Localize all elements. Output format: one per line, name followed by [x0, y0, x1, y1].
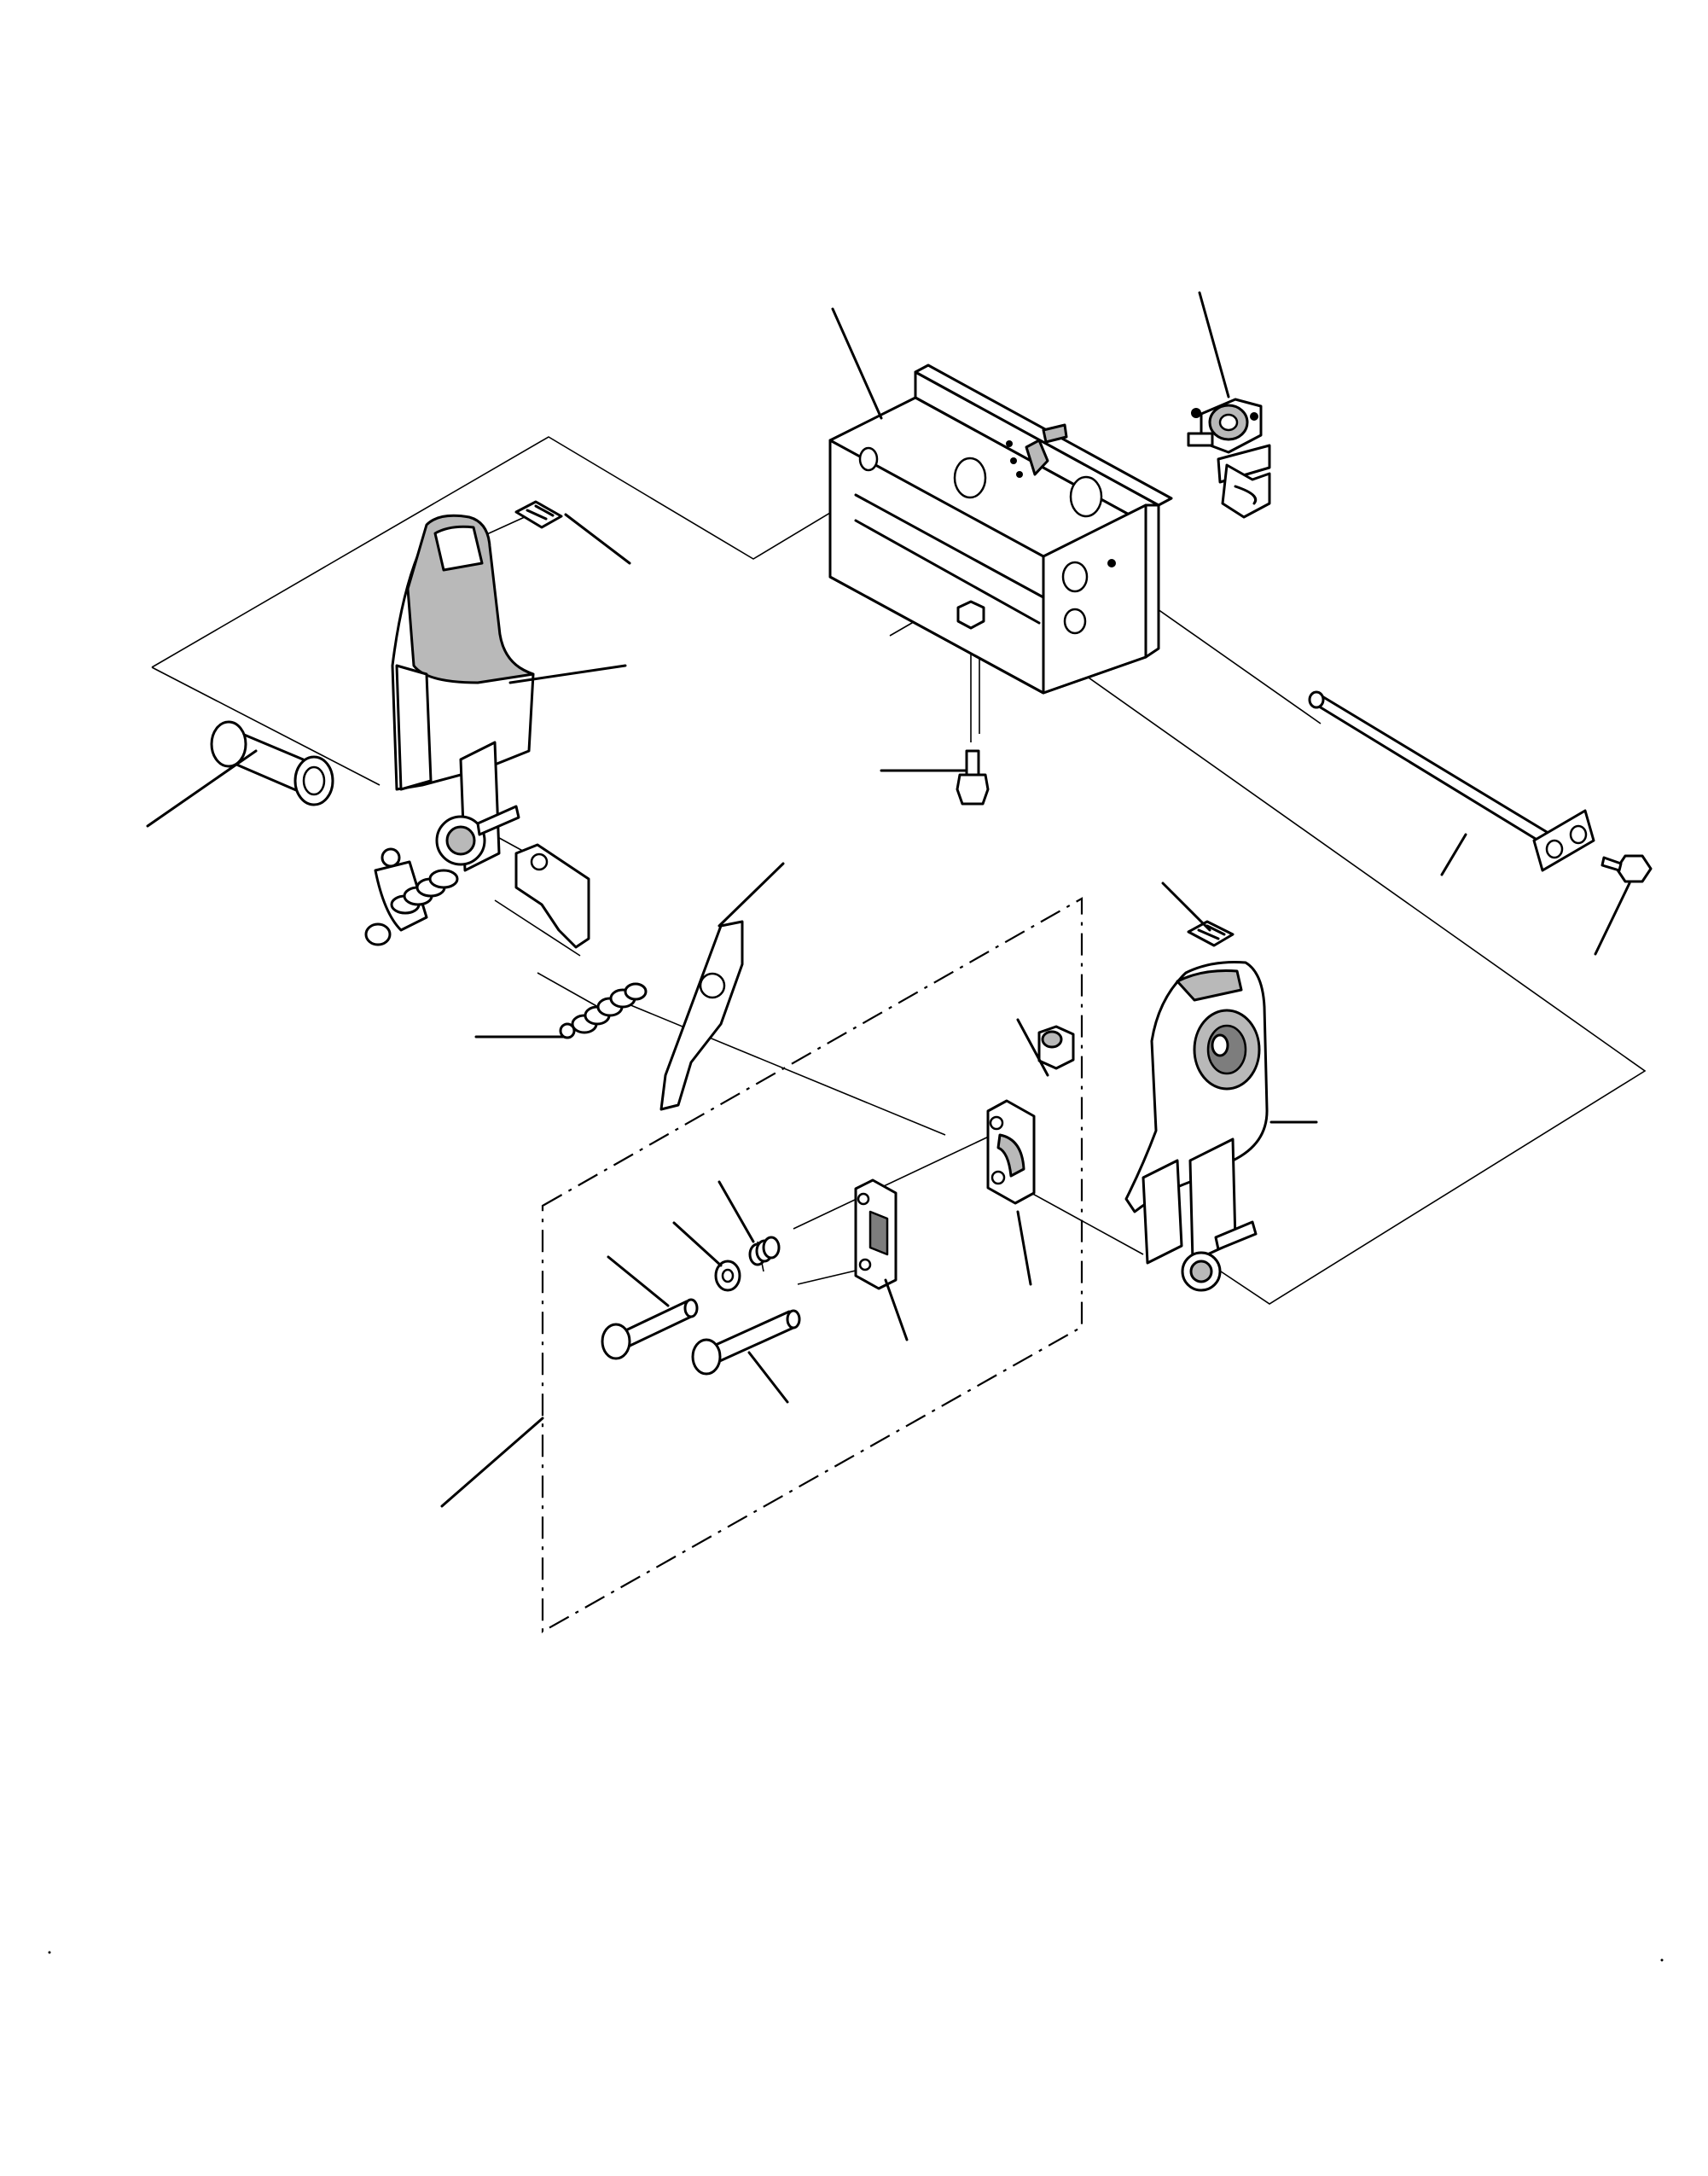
- lever-spring-coil: [392, 870, 457, 913]
- washer: [716, 1261, 740, 1290]
- lock-plate: [661, 922, 742, 1109]
- nut: [1039, 1027, 1073, 1068]
- flange-bolt: [1602, 856, 1651, 881]
- small-spring: [750, 1237, 779, 1265]
- frame-nut: [958, 602, 984, 628]
- clamp-half-left: [856, 1180, 896, 1289]
- left-lever: [366, 515, 533, 945]
- bolt: [693, 1311, 799, 1374]
- right-lever: [1126, 963, 1267, 1291]
- decal-left: [516, 502, 561, 527]
- kit-boundary: [543, 899, 1082, 1632]
- bracket-frame: [830, 365, 1171, 693]
- clamp-half-right: [988, 1101, 1034, 1203]
- spring: [561, 984, 646, 1038]
- lever-plate: [516, 845, 589, 947]
- mounting-shaft: [1310, 692, 1594, 870]
- pin: [602, 1300, 697, 1359]
- corner-mark: [48, 1951, 51, 1954]
- collar: [212, 722, 333, 805]
- switch-assembly: [1188, 399, 1269, 517]
- decal-right: [1188, 922, 1233, 945]
- corner-mark: [1660, 1958, 1664, 1962]
- frame-bolt: [957, 751, 988, 804]
- leader-lines: [148, 293, 1630, 1506]
